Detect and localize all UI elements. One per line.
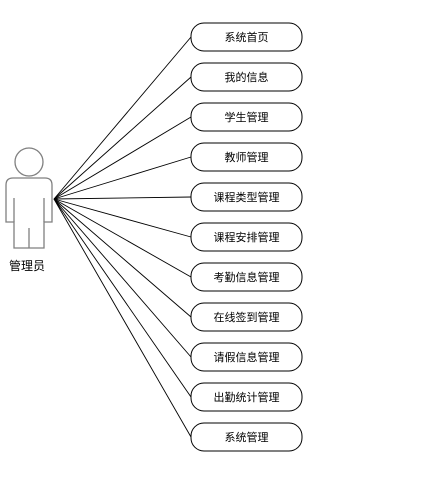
use-case-label: 出勤统计管理 bbox=[214, 390, 280, 404]
user-actor-icon bbox=[5, 147, 53, 249]
use-case-label: 系统管理 bbox=[225, 430, 269, 444]
use-case-shape bbox=[190, 222, 303, 252]
use-case: 出勤统计管理 bbox=[190, 382, 303, 412]
use-case: 学生管理 bbox=[190, 102, 303, 132]
use-case: 课程安排管理 bbox=[190, 222, 303, 252]
use-case: 系统首页 bbox=[190, 22, 303, 52]
association-line bbox=[53, 198, 192, 318]
use-case-label: 系统首页 bbox=[225, 30, 269, 44]
use-case-label: 在线签到管理 bbox=[214, 310, 280, 324]
association-line bbox=[53, 198, 192, 358]
use-case-shape bbox=[190, 302, 303, 332]
use-case: 我的信息 bbox=[190, 62, 303, 92]
use-case-shape bbox=[190, 422, 303, 452]
association-line bbox=[53, 156, 192, 200]
use-case: 请假信息管理 bbox=[190, 342, 303, 372]
use-case: 在线签到管理 bbox=[190, 302, 303, 332]
admin-actor: 管理员 bbox=[5, 147, 53, 273]
use-case-shape bbox=[190, 342, 303, 372]
actor-label: 管理员 bbox=[9, 258, 45, 273]
use-case-label: 课程类型管理 bbox=[214, 190, 280, 204]
association-lines bbox=[53, 36, 192, 438]
use-case-label: 考勤信息管理 bbox=[214, 270, 280, 284]
use-case-label: 课程安排管理 bbox=[214, 230, 280, 244]
use-case-shape bbox=[190, 182, 303, 212]
use-case-label: 我的信息 bbox=[225, 70, 269, 84]
use-case-shape bbox=[190, 142, 303, 172]
association-line bbox=[53, 198, 192, 398]
association-line bbox=[53, 116, 192, 200]
use-case-shape bbox=[190, 62, 303, 92]
use-case: 考勤信息管理 bbox=[190, 262, 303, 292]
use-case-shape bbox=[190, 262, 303, 292]
use-case-label: 请假信息管理 bbox=[214, 350, 280, 364]
use-case-shape bbox=[190, 22, 303, 52]
use-case-shape bbox=[190, 102, 303, 132]
association-line bbox=[53, 76, 192, 200]
use-case-list: 系统首页我的信息学生管理教师管理课程类型管理课程安排管理考勤信息管理在线签到管理… bbox=[190, 22, 303, 452]
association-line bbox=[53, 198, 192, 438]
association-line bbox=[53, 196, 192, 200]
association-line bbox=[53, 36, 192, 200]
use-case-shape bbox=[190, 382, 303, 412]
association-line bbox=[53, 198, 192, 278]
association-line bbox=[53, 198, 192, 238]
use-case-label: 教师管理 bbox=[225, 150, 269, 164]
use-case-label: 学生管理 bbox=[225, 110, 269, 124]
use-case: 系统管理 bbox=[190, 422, 303, 452]
use-case: 课程类型管理 bbox=[190, 182, 303, 212]
use-case: 教师管理 bbox=[190, 142, 303, 172]
